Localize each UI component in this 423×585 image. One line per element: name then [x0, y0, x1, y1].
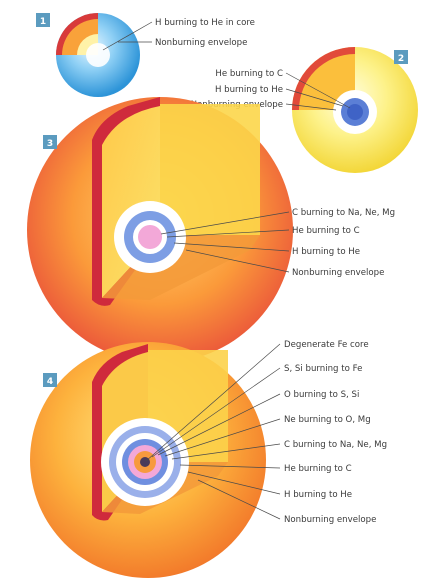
star-3-number: 3	[47, 139, 53, 149]
star-4: 4 Degenerate Fe core S, Si burning to Fe…	[30, 340, 387, 578]
star-4-label-h: H burning to He	[284, 490, 352, 500]
star-1-core	[86, 43, 110, 67]
star-1-label-envelope: Nonburning envelope	[155, 38, 247, 48]
star-4-label-envelope: Nonburning envelope	[284, 515, 376, 525]
star-4-label-fe: Degenerate Fe core	[284, 340, 369, 350]
star-4-number: 4	[47, 377, 53, 387]
star-3-label-h: H burning to He	[292, 247, 360, 257]
star-2-label-he: He burning to C	[215, 69, 283, 79]
star-3-label-he: He burning to C	[292, 226, 360, 236]
star-4-label-ne: Ne burning to O, Mg	[284, 415, 371, 425]
star-4-label-si: S, Si burning to Fe	[284, 364, 362, 374]
star-4-label-o: O burning to S, Si	[284, 390, 359, 400]
star-2-he-core	[347, 104, 363, 120]
star-4-label-c: C burning to Na, Ne, Mg	[284, 440, 387, 450]
star-1-number: 1	[40, 17, 46, 27]
star-3-c-core	[138, 225, 162, 249]
star-1-label-core: H burning to He in core	[155, 18, 255, 28]
star-3-label-c: C burning to Na, Ne, Mg	[292, 208, 395, 218]
star-2-number: 2	[398, 54, 404, 64]
star-2-label-h: H burning to He	[215, 85, 283, 95]
star-4-label-he: He burning to C	[284, 464, 352, 474]
star-3-label-envelope: Nonburning envelope	[292, 268, 384, 278]
